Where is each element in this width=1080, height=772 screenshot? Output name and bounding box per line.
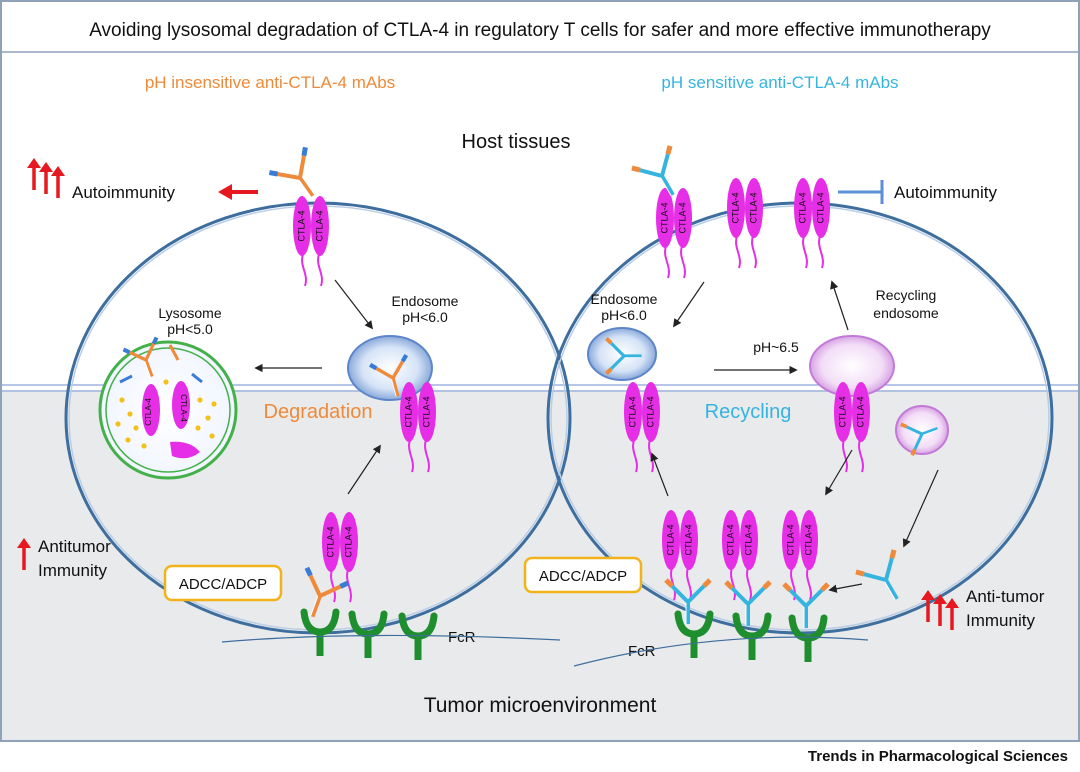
recycling-label: Recycling	[705, 401, 792, 423]
tumor-membrane-right	[573, 636, 869, 667]
fcr-label-left: FcR	[448, 629, 476, 646]
arrow-up-left	[347, 444, 381, 495]
lysosome-ph-label: pH<5.0	[167, 321, 213, 337]
host-tissues-label: Host tissues	[462, 131, 571, 153]
recycling-endosome-label: Recycling	[876, 287, 937, 303]
antitumor-right-label-line2: Immunity	[966, 611, 1035, 630]
degradation-label: Degradation	[264, 401, 373, 423]
autoimmunity-right-label: Autoimmunity	[894, 183, 997, 202]
left-endosome-label: Endosome	[392, 293, 459, 309]
left-heading: pH insensitive anti-CTLA-4 mAbs	[145, 73, 395, 92]
adcc-box-right: ADCC/ADCP	[523, 556, 643, 594]
left-endosome-ph-label: pH<6.0	[402, 309, 448, 325]
arrow-to-left-endosome	[334, 279, 374, 330]
blocked-autoimmunity-icon	[838, 180, 884, 204]
adcc-label-right: ADCC/ADCP	[539, 568, 627, 585]
right-endosome-label: Endosome	[591, 291, 658, 307]
lysosome-label: Lysosome	[158, 305, 222, 321]
tumor-microenvironment-label: Tumor microenvironment	[424, 694, 657, 717]
red-left-arrow-icon	[218, 184, 258, 200]
lysosome: CTLA-4 CTLA-4	[98, 337, 238, 480]
vesicle	[895, 405, 949, 455]
arrow-up-from-recycling	[830, 280, 849, 331]
arrow-down-to-right-endosome	[673, 281, 705, 328]
arrow-vesicle-release	[902, 469, 939, 548]
ph65-label: pH~6.5	[753, 339, 799, 355]
antitumor-right-label-line1: Anti-tumor	[966, 587, 1045, 606]
antitumor-left-label-line1: Antitumor	[38, 537, 111, 556]
arrow-up-right	[650, 452, 669, 497]
left-endosome	[347, 335, 433, 401]
recycling-endosome	[809, 335, 895, 397]
adcc-label-left: ADCC/ADCP	[179, 576, 267, 593]
adcc-box-left: ADCC/ADCP	[163, 564, 283, 602]
svg-text:CTLA-4: CTLA-4	[179, 394, 188, 422]
autoimmunity-left-label: Autoimmunity	[72, 183, 175, 202]
tumor-membrane-left	[221, 634, 561, 643]
figure-title: Avoiding lysosomal degradation of CTLA-4…	[89, 20, 991, 41]
right-endosome-ph-label: pH<6.0	[601, 307, 647, 323]
arrow-down-right	[825, 449, 853, 496]
arrow-to-antibody	[828, 583, 863, 593]
recycling-endosome-label-2: endosome	[873, 305, 939, 321]
svg-text:CTLA-4: CTLA-4	[144, 398, 153, 426]
right-heading: pH sensitive anti-CTLA-4 mAbs	[661, 73, 898, 92]
journal-footer: Trends in Pharmacological Sciences	[807, 748, 1068, 765]
antitumor-left-label-line2: Immunity	[38, 561, 107, 580]
